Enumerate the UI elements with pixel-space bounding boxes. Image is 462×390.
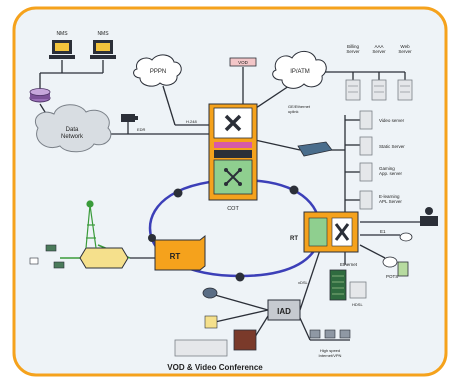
nms-terminal-2: NMS — [90, 31, 116, 59]
ipatm-cloud: IP/ATM — [272, 51, 327, 89]
router — [29, 88, 51, 103]
static-server: Static Server — [359, 136, 405, 156]
e1-label: E1 — [380, 229, 386, 234]
vod-top-box: VOD — [229, 57, 257, 67]
rt-right-label: RT — [290, 236, 298, 242]
pots-phone-icon — [382, 256, 398, 268]
base-station — [79, 247, 129, 269]
cot-label: COT — [227, 206, 239, 212]
rt-left-label: RT — [170, 252, 181, 261]
caption: VOD & Video Conference — [167, 363, 263, 372]
nms-terminal-1: NMS — [49, 31, 75, 59]
pppn-cloud: PPPN — [133, 54, 182, 87]
camera-icon — [121, 114, 138, 122]
static-server-label: Static Server — [379, 144, 405, 149]
h248-label: H.248 — [186, 119, 197, 124]
antenna-tower-icon — [85, 200, 97, 249]
nms-label-2: NMS — [97, 31, 109, 37]
ring-nodes — [148, 185, 299, 282]
vod-stb-icon — [174, 339, 228, 357]
switch-device — [297, 141, 333, 157]
pc-group-icon — [309, 329, 351, 339]
iad-label: IAD — [277, 307, 291, 316]
ip-phone-icon — [420, 207, 438, 226]
pppn-label: PPPN — [150, 69, 166, 75]
hdsl-label: HDSL — [352, 302, 363, 307]
green-device-icon — [397, 261, 409, 277]
handset-icon — [204, 315, 218, 329]
iad-node: IAD — [267, 299, 301, 321]
cot-node: COT — [208, 103, 258, 212]
nms-label-1: NMS — [56, 31, 68, 37]
connection-lines — [39, 60, 420, 346]
xdsl-label: xDSL — [298, 280, 309, 285]
ipatm-label: IP/ATM — [290, 69, 310, 75]
video-server: Video server — [359, 110, 405, 130]
monitor-icon — [233, 329, 257, 351]
phone-left-icon — [202, 287, 218, 299]
rt-right-node: RT — [290, 211, 359, 253]
phone-right-icon — [399, 232, 413, 242]
mobile-phone-icon — [29, 244, 65, 269]
rt-left-node: RT — [154, 234, 206, 271]
ethernet-label: Ethernet — [340, 262, 358, 267]
vod-top-label: VOD — [238, 60, 249, 65]
ethernet-cabinet: Ethernet HDSL — [329, 262, 367, 307]
video-server-label: Video server — [379, 118, 405, 123]
edr-label: EDR — [137, 127, 146, 132]
pots-label: POTS — [386, 274, 398, 279]
